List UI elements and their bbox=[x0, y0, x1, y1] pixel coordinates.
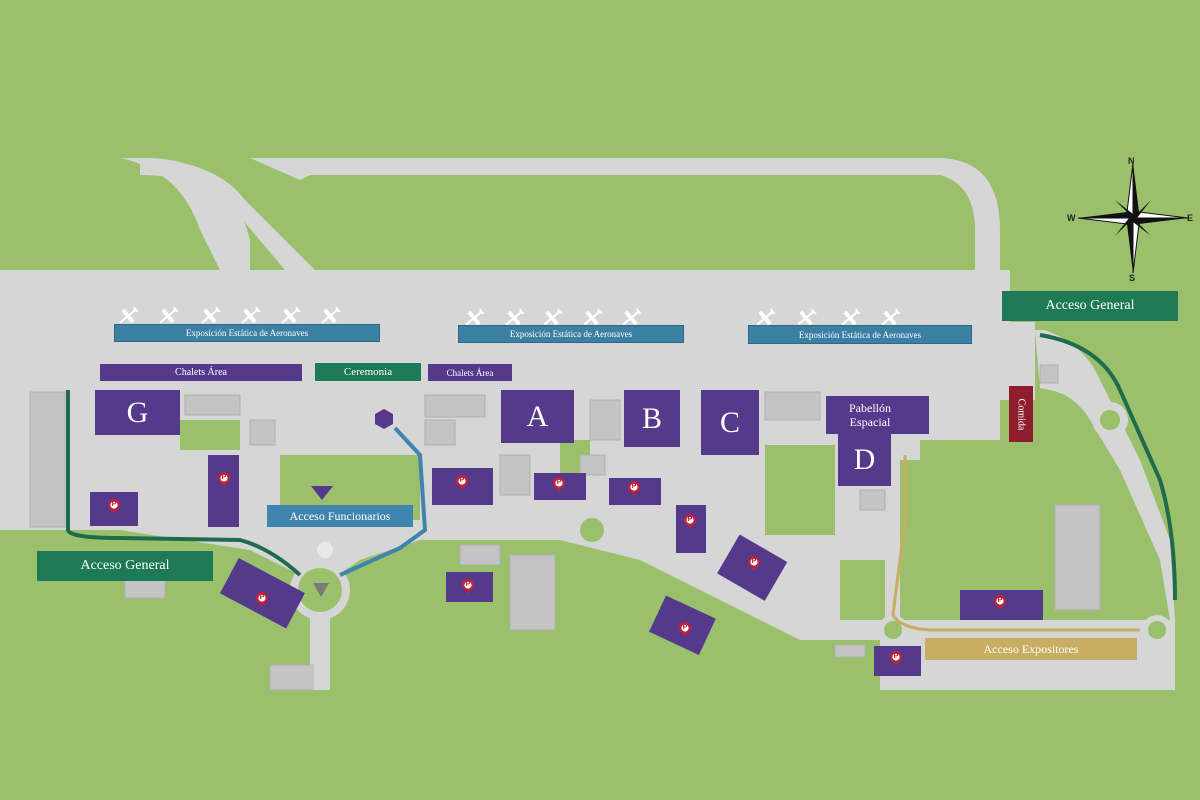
parking-symbol: P bbox=[465, 580, 471, 588]
space-pavilion-line2: Espacial bbox=[849, 415, 891, 429]
walkway-gold bbox=[891, 455, 1140, 632]
exhibition-label: Exposición Estática de Aeronaves bbox=[114, 324, 380, 342]
parking-symbol: P bbox=[459, 476, 465, 484]
chalets-label: Chalets Área bbox=[428, 364, 512, 381]
officials-access-label: Acceso Funcionarios bbox=[267, 505, 413, 527]
parking-symbol: P bbox=[997, 596, 1003, 604]
parking-symbol: P bbox=[111, 500, 117, 508]
exhibition-label: Exposición Estática de Aeronaves bbox=[748, 325, 972, 344]
space-pavilion-line1: Pabellón bbox=[849, 401, 891, 415]
parking-symbol: P bbox=[631, 482, 637, 490]
parking-pin-icon bbox=[108, 472, 1006, 666]
food-label-text: Comida bbox=[1015, 398, 1027, 430]
airplane-icon bbox=[119, 305, 901, 326]
exhibition-label: Exposición Estática de Aeronaves bbox=[458, 325, 684, 343]
compass-rose-icon bbox=[1077, 162, 1189, 274]
pavilion-d: D bbox=[838, 434, 891, 486]
triangle-marker-icon bbox=[311, 486, 333, 500]
pavilion-a: A bbox=[501, 390, 574, 443]
pavilion-b: B bbox=[624, 390, 680, 447]
walkway-blue bbox=[339, 426, 428, 577]
parking-symbol: P bbox=[221, 473, 227, 481]
pavilion-g: G bbox=[95, 390, 180, 435]
general-access-label-left: Acceso General bbox=[37, 551, 213, 581]
compass-south: S bbox=[1129, 273, 1136, 283]
taxiways bbox=[0, 158, 1010, 330]
hexagon-marker-icon bbox=[375, 409, 393, 429]
walkway-green-right bbox=[1039, 333, 1177, 601]
parking-symbol: P bbox=[556, 478, 562, 486]
airplane-icon bbox=[317, 542, 333, 558]
general-access-label-right: Acceso General bbox=[1002, 291, 1178, 321]
space-pavilion-label: Pabellón Espacial bbox=[826, 398, 914, 432]
parking-symbol: P bbox=[259, 593, 265, 601]
compass-east: E bbox=[1187, 213, 1194, 223]
parking-symbol: P bbox=[751, 557, 757, 565]
inner-greens bbox=[180, 420, 1055, 620]
parking-symbol: P bbox=[893, 652, 899, 660]
pavilion-c: C bbox=[701, 390, 759, 455]
ceremony-label: Ceremonia bbox=[315, 363, 421, 381]
chalets-label: Chalets Área bbox=[100, 364, 302, 381]
food-label: Comida bbox=[1009, 386, 1033, 442]
triangle-marker-icon bbox=[313, 583, 329, 597]
parking-symbol: P bbox=[687, 515, 693, 523]
secondary-buildings bbox=[29, 364, 1101, 691]
exhibitors-access-label: Acceso Expositores bbox=[925, 638, 1137, 660]
compass-north: N bbox=[1128, 156, 1135, 166]
walkway-green-left bbox=[66, 390, 302, 577]
compass-west: W bbox=[1067, 213, 1076, 223]
parking-symbol: P bbox=[682, 623, 688, 631]
